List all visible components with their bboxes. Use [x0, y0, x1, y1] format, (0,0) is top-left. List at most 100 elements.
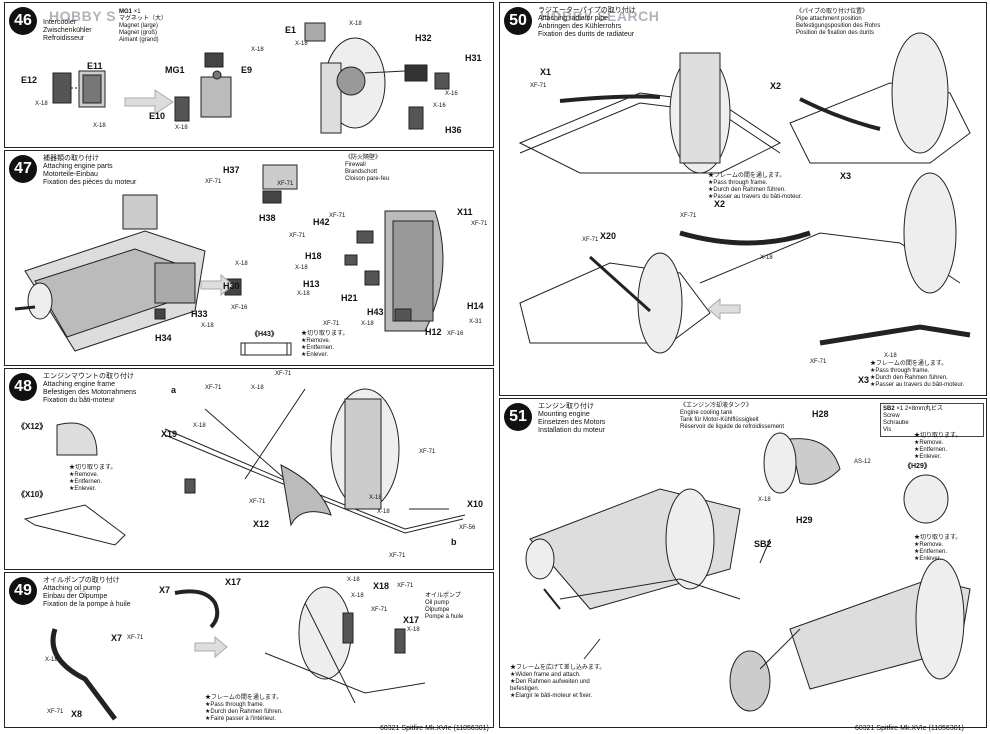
part-label: E9: [241, 65, 253, 75]
paint-code: XF-71: [205, 179, 222, 185]
remove-note: ★切り取ります。 ★Remove. ★Entfernen. ★Enlever.: [914, 535, 962, 562]
paint-code: X-18: [45, 657, 58, 663]
step-number-badge: 48: [9, 373, 37, 401]
paint-code: XF-71: [205, 385, 222, 391]
paint-code: X-18: [35, 101, 48, 107]
part-label: H28: [812, 409, 829, 419]
paint-code: XF-56: [459, 525, 476, 531]
step-number-badge: 51: [504, 403, 532, 431]
part-label: X18: [373, 581, 390, 591]
paint-code: XF-71: [329, 213, 346, 219]
paint-code: X-18: [347, 577, 360, 583]
part-label: X8: [71, 709, 83, 719]
screw-legend: SB2 ×1 2×8mm丸ビス Screw Schraube Vis: [880, 403, 984, 437]
paint-code: X-18: [235, 261, 248, 267]
firewall-label: 《防火隔壁》 Firewall Brandschott Cloison pare…: [345, 155, 390, 182]
paint-code: XF-71: [419, 449, 436, 455]
paint-code: AS-12: [854, 459, 871, 465]
paint-code: X-18: [884, 353, 897, 359]
part-label: H31: [465, 53, 482, 63]
paint-code: XF-71: [810, 359, 827, 365]
part-label: a: [171, 385, 177, 395]
magnet-legend: MG1 ×1 マグネット（大） Magnet (large) Magnet (g…: [117, 7, 217, 46]
paint-code: XF-71: [275, 371, 292, 377]
paint-code: X-18: [361, 321, 374, 327]
part-label: H29: [796, 515, 813, 525]
paint-code: XF-71: [397, 583, 414, 589]
part-label: H37: [223, 165, 240, 175]
paint-code: XF-71: [680, 213, 697, 219]
widen-frame-note: ★フレームを広げて差し込みます。 ★Widen frame and attach…: [510, 665, 606, 699]
remove-note: ★切り取ります。 ★Remove. ★Entfernen. ★Enlever.: [69, 465, 117, 492]
paint-code: XF-16: [447, 331, 464, 337]
part-label: H13: [303, 279, 320, 289]
step-number-badge: 46: [9, 7, 37, 35]
oil-pump-label: オイルポンプ Oil pump Ölpumpe Pompe à huile: [425, 593, 464, 620]
engine-mounting-diagram: [525, 432, 971, 712]
footer-text: 60321 Spitfire Mk.XVIe (11056301): [380, 725, 489, 732]
remove-note: ★切り取ります。 ★Remove. ★Entfernen. ★Enlever.: [914, 433, 962, 460]
part-label: E12: [21, 75, 38, 85]
paint-code: XF-71: [249, 499, 266, 505]
part-label: b: [451, 537, 457, 547]
intercooler-diagram: [52, 22, 450, 134]
part-label: H32: [415, 33, 432, 43]
engine-frame-diagram: [23, 388, 466, 546]
part-label: H14: [467, 301, 484, 311]
part-label: E10: [149, 111, 166, 121]
paint-code: X-31: [469, 319, 482, 325]
step-number-badge: 47: [9, 155, 37, 183]
part-label: X17: [225, 577, 242, 587]
part-label: H43: [367, 307, 384, 317]
part-label: X3: [858, 375, 870, 385]
part-label: H21: [341, 293, 358, 303]
paint-code: X-18: [295, 41, 308, 47]
radiator-pipe-diagram: [518, 32, 971, 354]
paint-code: XF-16: [231, 305, 248, 311]
step-title: エンジンマウントの取り付け Attaching engine frame Bef…: [43, 373, 137, 404]
paint-code: X-18: [251, 47, 264, 53]
part-label: X10: [467, 499, 484, 509]
paint-code: X-18: [295, 265, 308, 271]
frame-note: ★フレームの間を通します。 ★Pass through frame. ★Durc…: [708, 173, 803, 200]
paint-code: X-18: [760, 255, 773, 261]
part-label: 《X10》: [17, 490, 48, 499]
step-47-panel: 47 補器類の取り付け Attaching engine parts Motor…: [4, 150, 494, 366]
paint-code: XF-71: [371, 607, 388, 613]
part-label: H30: [223, 281, 240, 291]
part-label: 《H43》: [251, 331, 278, 338]
paint-code: XF-71: [389, 553, 406, 559]
step-49-panel: 49 オイルポンプの取り付け Attaching oil pump Einbau…: [4, 572, 494, 728]
part-label: X2: [714, 199, 726, 209]
part-label: X7: [159, 585, 171, 595]
paint-code: XF-71: [127, 635, 144, 641]
paint-code: XF-71: [323, 321, 340, 327]
part-label: X11: [457, 207, 473, 217]
pipe-position-label: 《パイプの取り付け位置》 Pipe attachment position Be…: [796, 9, 881, 36]
part-label: H38: [259, 213, 276, 223]
left-page: 46 HOBBY SEARCH Intercooler Zwischenkühl…: [4, 2, 494, 732]
paint-code: XF-71: [582, 237, 599, 243]
paint-code: X-18: [758, 497, 771, 503]
paint-code: X-18: [251, 385, 264, 391]
paint-code: X-18: [351, 593, 364, 599]
part-label: 《X12》: [17, 422, 48, 431]
footer-text: 60321 Spitfire Mk.XVIe (11056301): [855, 725, 964, 732]
part-label: X1: [540, 67, 552, 77]
part-label: E11: [87, 61, 103, 71]
right-page: 50 HOBBY SEARCH ラジエーターパイプの取り付け Attaching…: [495, 0, 990, 734]
part-label: X17: [403, 615, 420, 625]
part-label: X7: [111, 633, 123, 643]
oil-pump-diagram: [50, 586, 426, 721]
paint-code: X-18: [201, 323, 214, 329]
part-label: X20: [600, 231, 617, 241]
frame-note: ★フレームの間を通します。 ★Pass through frame. ★Durc…: [205, 695, 283, 722]
paint-code: X-18: [297, 291, 310, 297]
frame-note: ★フレームの間を通します。 ★Pass through frame. ★Durc…: [870, 361, 965, 388]
paint-code: X-16: [433, 103, 446, 109]
part-label: 《H29》: [904, 463, 931, 470]
step-title: エンジン取り付け Mounting engine Einsetzen des M…: [538, 403, 606, 434]
remove-note: ★切り取ります。 ★Remove. ★Entfernen. ★Enlever.: [301, 331, 349, 358]
step-46-panel: 46 HOBBY SEARCH Intercooler Zwischenkühl…: [4, 2, 494, 148]
step-title: オイルポンプの取り付け Attaching oil pump Einbau de…: [43, 577, 131, 608]
